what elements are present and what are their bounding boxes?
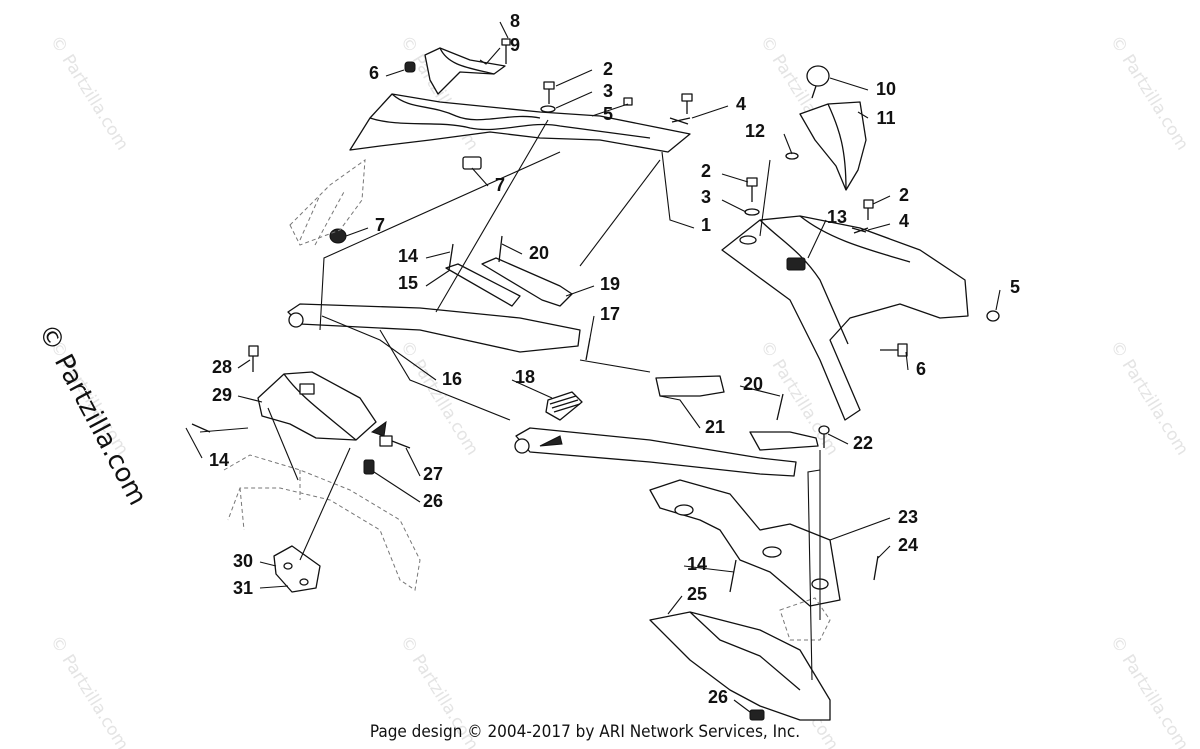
callout-4: 4 [899,211,909,231]
watermark-text: © Partzilla.com [46,32,132,154]
watermark-text: © Partzilla.com [396,337,482,459]
callout-16: 16 [442,369,462,389]
callout-29: 29 [212,385,232,405]
callout-20: 20 [743,374,763,394]
callout-3: 3 [701,187,711,207]
callout-1: 1 [701,215,711,235]
callout-2: 2 [701,161,711,181]
callout-17: 17 [600,304,620,324]
plate-23 [649,479,841,607]
skid-25 [649,611,831,721]
callout-5: 5 [603,104,613,124]
callout-26: 26 [423,491,443,511]
callout-25: 25 [687,584,707,604]
callout-6: 6 [369,63,379,83]
callout-7: 7 [375,215,385,235]
callout-20: 20 [529,243,549,263]
callout-11: 11 [876,108,895,128]
watermark-text: © Partzilla.com [46,632,132,749]
callout-10: 10 [876,79,896,99]
callout-23: 23 [898,507,918,527]
callout-28: 28 [212,357,232,377]
callout-8: 8 [510,11,520,31]
top-cap [424,47,506,95]
callout-22: 22 [853,433,873,453]
callout-5: 5 [1010,277,1020,297]
side-watermark: © Partzilla.com [32,319,153,510]
rail-lower [515,427,797,477]
callout-2: 2 [899,185,909,205]
left-dash-cover [349,93,691,153]
callout-7: 7 [495,175,505,195]
watermark-text: © Partzilla.com [1106,632,1192,749]
callout-9: 9 [510,35,520,55]
callout-27: 27 [423,464,443,484]
callout-12: 12 [745,121,765,141]
callout-18: 18 [515,367,535,387]
bracket-29 [257,371,377,441]
plate-30 [273,545,321,593]
footer-copyright: Page design © 2004-2017 by ARI Network S… [370,722,800,742]
callout-13: 13 [827,207,847,227]
callout-21: 21 [705,417,725,437]
right-dash-cover [721,215,969,421]
callout-14: 14 [398,246,418,266]
part-illustrations [191,38,1000,721]
callout-24: 24 [898,535,918,555]
callout-14: 14 [209,450,229,470]
leader-lines [185,21,1001,713]
callout-3: 3 [603,81,613,101]
callout-14: 14 [687,554,707,574]
rail-upper [287,303,581,353]
callout-2: 2 [603,59,613,79]
callout-31: 31 [233,578,253,598]
watermark-text: © Partzilla.com [1106,32,1192,154]
shroud-11 [799,101,867,191]
callout-15: 15 [398,273,418,293]
callout-19: 19 [600,274,620,294]
watermark-text: © Partzilla.com [1106,337,1192,459]
callout-6: 6 [916,359,926,379]
callout-30: 30 [233,551,253,571]
callout-4: 4 [736,94,746,114]
callout-26: 26 [708,687,728,707]
